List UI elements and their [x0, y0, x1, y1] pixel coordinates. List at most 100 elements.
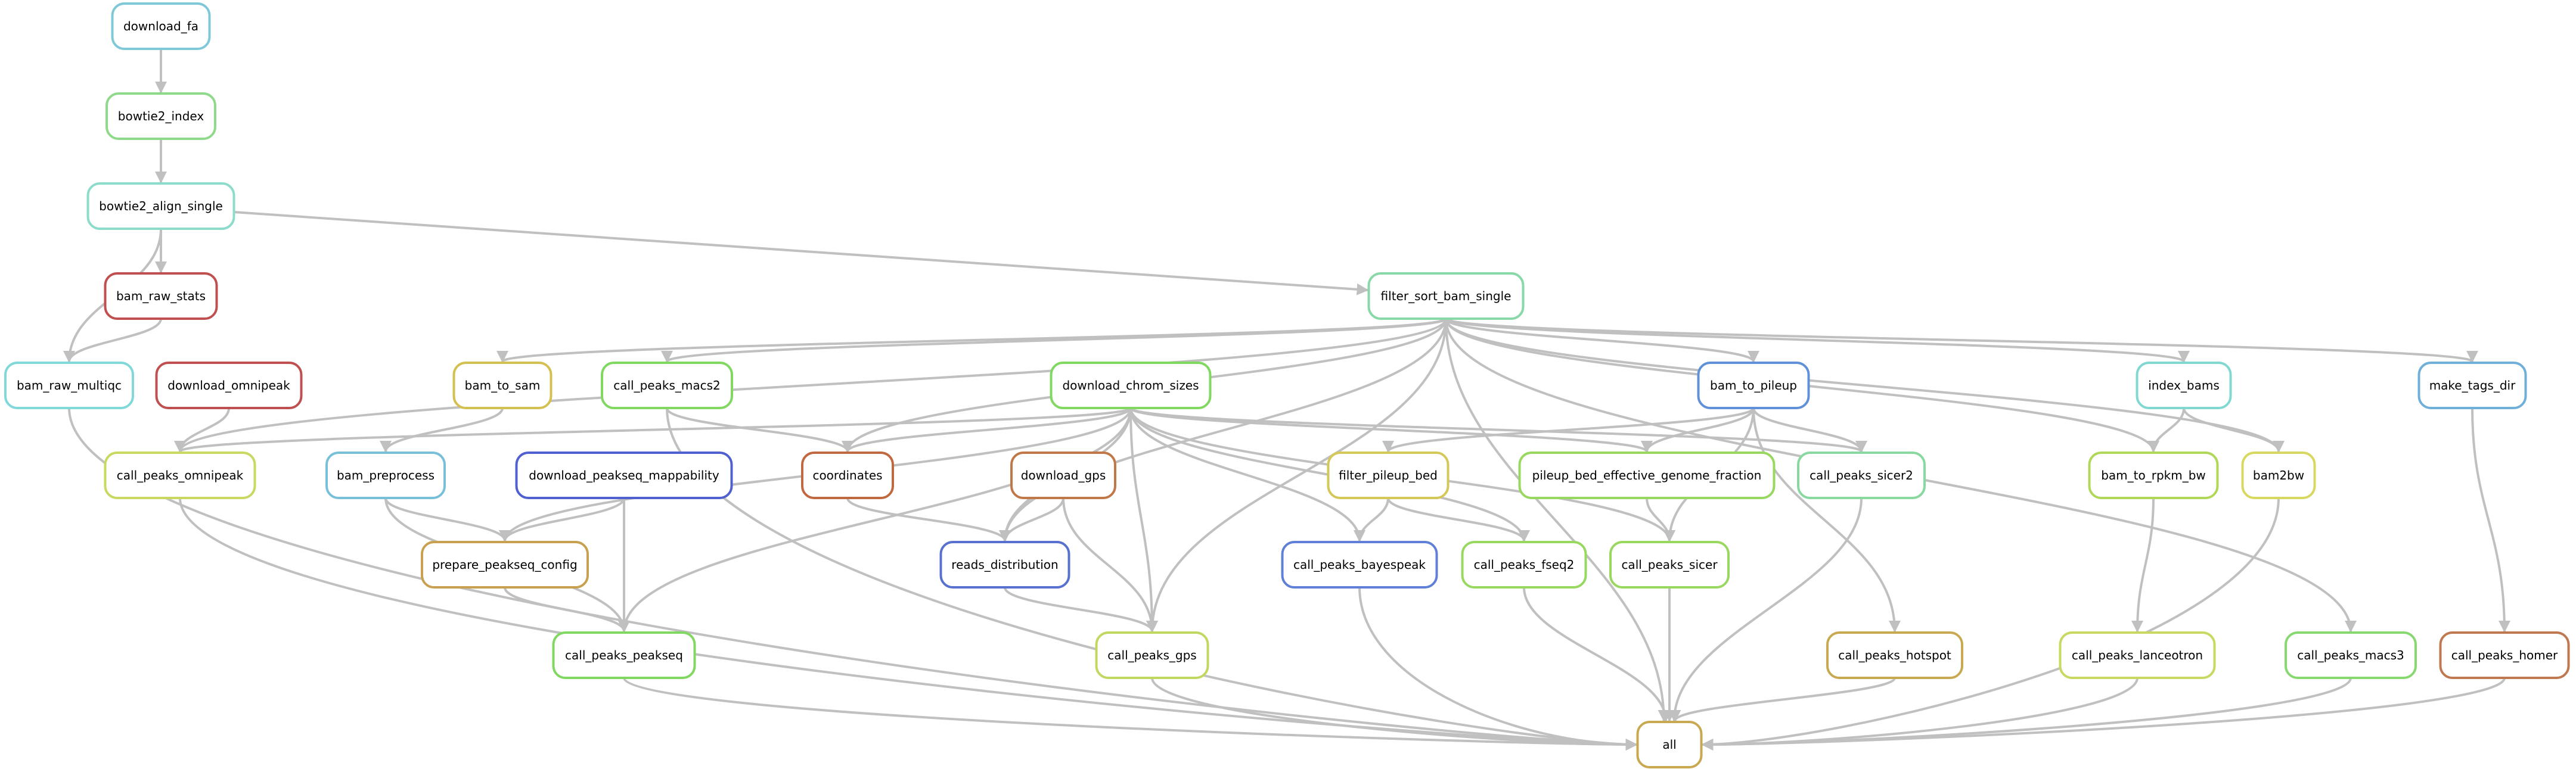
- node-box: [2088, 452, 2219, 499]
- edge-download_gps-to-reads_distribution: [999, 497, 1064, 542]
- rule-node-call-peaks-macs3[interactable]: call_peaks_macs3: [2285, 631, 2417, 679]
- node-box: [2059, 631, 2216, 679]
- edge-bam_to_pileup-to-call_peaks_sicer2: [1752, 407, 1867, 453]
- rule-node-bam-preprocess[interactable]: bam_preprocess: [325, 452, 446, 499]
- edge-download_peakseq_mappability-to-prepare_peakseq_config: [499, 497, 625, 542]
- rule-node-call-peaks-gps[interactable]: call_peaks_gps: [1095, 631, 1209, 679]
- edge-filter_sort_bam_single-to-reads_distribution: [999, 318, 1447, 542]
- rule-node-bowtie2-align-single[interactable]: bowtie2_align_single: [86, 182, 235, 230]
- edge-download_chrom_sizes-to-call_peaks_sicer2: [1129, 407, 1867, 453]
- edge-bam_to_rpkm_bw-to-call_peaks_lanceotron: [2131, 497, 2155, 633]
- rule-node-call-peaks-fseq2[interactable]: call_peaks_fseq2: [1461, 541, 1587, 589]
- node-box: [2136, 362, 2232, 409]
- rule-node-bam-raw-stats[interactable]: bam_raw_stats: [104, 272, 218, 320]
- edge-call_peaks_lanceotron-to-all: [1701, 677, 2139, 751]
- node-box: [104, 272, 218, 320]
- node-box: [1697, 362, 1810, 409]
- rule-node-call-peaks-lanceotron[interactable]: call_peaks_lanceotron: [2059, 631, 2216, 679]
- rule-node-download-omnipeak[interactable]: download_omnipeak: [155, 362, 303, 409]
- rule-node-prepare-peakseq-config[interactable]: prepare_peakseq_config: [421, 541, 589, 589]
- edge-bam_preprocess-to-prepare_peakseq_config: [384, 497, 511, 542]
- node-box: [1327, 452, 1450, 499]
- node-box: [1461, 541, 1587, 589]
- node-box: [801, 452, 894, 499]
- edge-call_peaks_omnipeak-to-all: [179, 497, 1638, 751]
- rule-node-filter-pileup-bed[interactable]: filter_pileup_bed: [1327, 452, 1450, 499]
- node-label: index_bams: [2148, 378, 2220, 393]
- edge-call_peaks_fseq2-to-all: [1523, 587, 1672, 722]
- rule-node-call-peaks-bayespeak[interactable]: call_peaks_bayespeak: [1281, 541, 1438, 589]
- rule-node-bam-raw-multiqc[interactable]: bam_raw_multiqc: [4, 362, 134, 409]
- node-box: [1797, 452, 1926, 499]
- rule-node-call-peaks-hotspot[interactable]: call_peaks_hotspot: [1826, 631, 1963, 679]
- node-box: [1010, 452, 1116, 499]
- rule-node-download-chrom-sizes[interactable]: download_chrom_sizes: [1050, 362, 1212, 409]
- rule-node-bam-to-sam[interactable]: bam_to_sam: [452, 362, 553, 409]
- rule-node-reads-distribution[interactable]: reads_distribution: [939, 541, 1070, 589]
- rule-node-coordinates[interactable]: coordinates: [801, 452, 894, 499]
- node-box: [325, 452, 446, 499]
- node-box: [601, 362, 733, 409]
- rule-node-call-peaks-homer[interactable]: call_peaks_homer: [2439, 631, 2570, 679]
- rule-node-all[interactable]: all: [1636, 721, 1703, 768]
- rule-node-bowtie2-index[interactable]: bowtie2_index: [105, 92, 216, 140]
- rule-node-download-fa[interactable]: download_fa: [111, 2, 211, 50]
- node-label: reads_distribution: [951, 558, 1058, 572]
- node-label: download_peakseq_mappability: [529, 468, 719, 482]
- node-box: [86, 182, 235, 230]
- edge-filter_sort_bam_single-to-bam_to_sam: [496, 317, 1447, 363]
- node-box: [1636, 721, 1703, 768]
- rule-node-call-peaks-omnipeak[interactable]: call_peaks_omnipeak: [104, 452, 256, 499]
- node-box: [515, 452, 733, 499]
- node-box: [2241, 452, 2316, 499]
- node-label: make_tags_dir: [2429, 378, 2516, 393]
- node-box: [2439, 631, 2570, 679]
- rule-node-index-bams[interactable]: index_bams: [2136, 362, 2232, 409]
- node-box: [1281, 541, 1438, 589]
- rule-node-download-peakseq-mappability[interactable]: download_peakseq_mappability: [515, 452, 733, 499]
- edge-bam_to_sam-to-bam_preprocess: [380, 407, 504, 453]
- edge-call_peaks_sicer2-to-all: [1668, 497, 1863, 722]
- node-label: filter_sort_bam_single: [1381, 289, 1512, 303]
- rule-node-bam-to-rpkm-bw[interactable]: bam_to_rpkm_bw: [2088, 452, 2219, 499]
- edge-download_chrom_sizes-to-call_peaks_gps: [1129, 407, 1158, 633]
- edge-call_peaks_peakseq-to-all: [623, 677, 1638, 751]
- node-label: bowtie2_align_single: [99, 199, 223, 213]
- rule-node-call-peaks-sicer2[interactable]: call_peaks_sicer2: [1797, 452, 1926, 499]
- edge-filter_pileup_bed-to-call_peaks_fseq2: [1387, 497, 1530, 542]
- edge-filter_sort_bam_single-to-bam2bw: [1445, 318, 2285, 453]
- edge-bam_to_pileup-to-filter_pileup_bed: [1382, 407, 1755, 453]
- node-label: call_peaks_sicer: [1621, 558, 1718, 572]
- edge-download_chrom_sizes-to-call_peaks_bayespeak: [1129, 407, 1365, 542]
- rule-node-bam2bw[interactable]: bam2bw: [2241, 452, 2316, 499]
- node-box: [421, 541, 589, 589]
- edge-reads_distribution-to-call_peaks_gps: [1004, 587, 1158, 633]
- rule-node-make-tags-dir[interactable]: make_tags_dir: [2417, 362, 2527, 409]
- node-box: [1609, 541, 1730, 589]
- edge-make_tags_dir-to-call_peaks_homer: [2471, 407, 2510, 633]
- node-box: [4, 362, 134, 409]
- rule-node-filter-sort-bam-single[interactable]: filter_sort_bam_single: [1367, 272, 1525, 320]
- edge-bam2bw-to-all: [1701, 497, 2280, 751]
- nodes-layer: download_fa bowtie2_index bowtie2_align_si…: [4, 2, 2570, 768]
- node-label: bam_to_pileup: [1710, 378, 1797, 393]
- edge-download_chrom_sizes-to-call_peaks_omnipeak: [174, 407, 1132, 453]
- node-label: download_chrom_sizes: [1062, 378, 1199, 393]
- edge-call_peaks_gps-to-all: [1151, 677, 1638, 751]
- node-label: call_peaks_hotspot: [1838, 648, 1951, 662]
- node-box: [552, 631, 696, 679]
- node-label: bowtie2_index: [118, 109, 204, 123]
- rule-node-pileup-bed-effective-genome-fraction[interactable]: pileup_bed_effective_genome_fraction: [1518, 452, 1776, 499]
- edge-filter_sort_bam_single-to-call_peaks_omnipeak: [174, 318, 1447, 453]
- node-box: [1826, 631, 1963, 679]
- rule-node-call-peaks-macs2[interactable]: call_peaks_macs2: [601, 362, 733, 409]
- node-label: call_peaks_sicer2: [1810, 468, 1913, 482]
- edge-bowtie2_align_single-to-filter_sort_bam_single: [234, 211, 1369, 295]
- rule-node-download-gps[interactable]: download_gps: [1010, 452, 1116, 499]
- node-label: call_peaks_homer: [2451, 648, 2558, 662]
- rule-node-call-peaks-peakseq[interactable]: call_peaks_peakseq: [552, 631, 696, 679]
- rule-node-call-peaks-sicer[interactable]: call_peaks_sicer: [1609, 541, 1730, 589]
- rule-node-bam-to-pileup[interactable]: bam_to_pileup: [1697, 362, 1810, 409]
- edge-filter_sort_bam_single-to-call_peaks_gps: [1146, 318, 1447, 633]
